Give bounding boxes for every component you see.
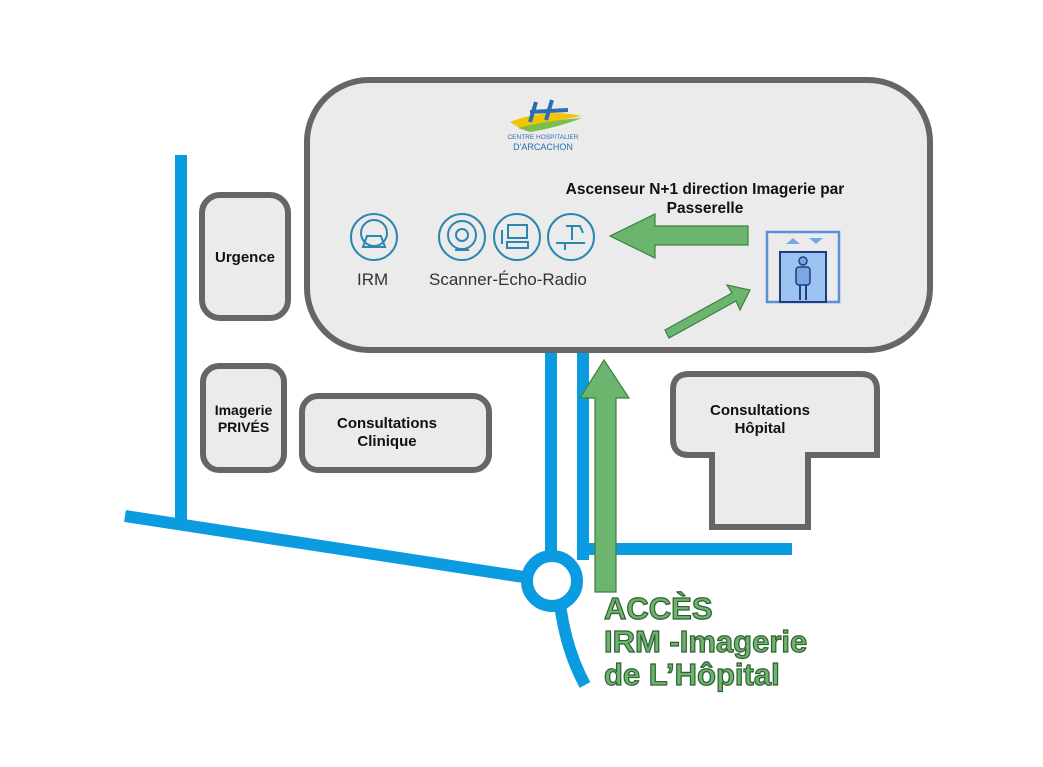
elevator-icon bbox=[765, 230, 841, 304]
arrow-to-elevator bbox=[664, 284, 751, 339]
access-arrow-up bbox=[578, 358, 631, 593]
building-urgence bbox=[199, 192, 291, 321]
label-irm: IRM bbox=[357, 270, 389, 289]
xray-icon bbox=[547, 213, 595, 261]
label-line: Clinique bbox=[357, 433, 417, 450]
hospital-logo: CENTRE HOSPITALIER D'ARCACHON bbox=[507, 99, 582, 152]
road-diagonal bbox=[124, 510, 531, 584]
label-scanner-echo-radio: Scanner-Écho-Radio bbox=[429, 270, 587, 289]
access-line3: de L’Hôpital bbox=[603, 657, 780, 693]
label-consultations-hopital: Consultations Hôpital bbox=[690, 402, 830, 438]
label-line: Imagerie bbox=[214, 402, 273, 418]
arrow-to-imaging bbox=[608, 213, 749, 259]
label-line: Ascenseur N+1 direction Imagerie par bbox=[565, 181, 845, 198]
label-urgence: Urgence bbox=[214, 249, 276, 266]
main-hospital-building bbox=[304, 77, 933, 353]
label-line: Consultations bbox=[710, 402, 810, 419]
road-south bbox=[554, 603, 591, 688]
mri-icon bbox=[350, 213, 398, 261]
label-line: Hôpital bbox=[734, 420, 786, 437]
ultrasound-icon bbox=[493, 213, 541, 261]
label-consultations-clinique: Consultations Clinique bbox=[302, 415, 472, 451]
label-line: Passerelle bbox=[666, 200, 744, 218]
label-line: Consultations bbox=[337, 415, 437, 432]
building-consultations-hopital bbox=[670, 371, 880, 530]
building-imagerie-prives bbox=[200, 363, 287, 473]
scanner-icon bbox=[438, 213, 486, 261]
access-line2: IRM -Imagerie bbox=[603, 624, 808, 660]
elevator-direction-label: Ascenseur N+1 direction Imagerie par Pas… bbox=[540, 180, 870, 219]
building-consultations-clinique bbox=[299, 393, 492, 473]
access-line1: ACCÈS bbox=[603, 591, 713, 626]
logo-line1: CENTRE HOSPITALIER bbox=[507, 134, 578, 141]
logo-line2: D'ARCACHON bbox=[513, 142, 573, 152]
roundabout bbox=[521, 550, 583, 612]
access-label: ACCÈS IRM -Imagerie de L’Hôpital bbox=[603, 591, 808, 693]
label-imagerie-prives: Imagerie PRIVÉS bbox=[203, 402, 284, 436]
label-line: PRIVÉS bbox=[217, 418, 270, 435]
